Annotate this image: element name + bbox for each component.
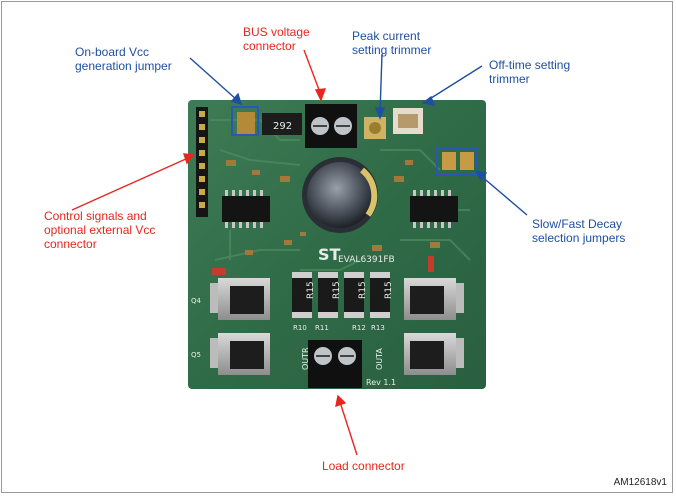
label-r12: R12 xyxy=(352,324,366,332)
label-r13: R13 xyxy=(371,324,385,332)
shunt-marking-1: R15 xyxy=(306,281,316,299)
electrolytic-capacitor xyxy=(302,157,378,233)
shunt-marking-2: R15 xyxy=(332,281,342,299)
shunt-marking-4: R15 xyxy=(384,281,394,299)
smd-marking: 292 xyxy=(273,121,292,132)
figure-id: AM12618v1 xyxy=(613,477,667,488)
vcc-jumper xyxy=(237,112,255,134)
driver-ic-left xyxy=(222,190,270,228)
control-signal-header xyxy=(196,107,208,217)
driver-ic-right xyxy=(410,190,458,228)
off-time-trimmer xyxy=(393,108,423,134)
smd-component-292 xyxy=(262,113,302,135)
decay-jumpers xyxy=(436,147,478,175)
label-q4: Q4 xyxy=(191,297,202,305)
load-terminal xyxy=(308,340,362,388)
shunt-resistors xyxy=(292,272,390,318)
bus-voltage-terminal xyxy=(305,104,357,148)
label-q5: Q5 xyxy=(191,351,201,359)
board-name-silkscreen: EVAL6391FB xyxy=(338,255,395,265)
outr-silkscreen: OUTR xyxy=(301,347,310,370)
blue-arrows xyxy=(189,53,528,216)
label-r11: R11 xyxy=(315,324,329,332)
mosfet-right-bottom xyxy=(404,333,464,375)
rev-silkscreen: Rev 1.1 xyxy=(366,378,396,387)
load-connector-callout: Load connector xyxy=(322,459,405,473)
peak-current-trimmer xyxy=(364,117,386,139)
shunt-marking-3: R15 xyxy=(358,281,368,299)
red-arrows xyxy=(71,49,358,456)
label-r10: R10 xyxy=(293,324,307,332)
smd-parts xyxy=(212,160,440,275)
vcc-jumper-highlight xyxy=(231,106,259,136)
mosfet-q5 xyxy=(210,333,270,375)
mosfet-q4 xyxy=(210,278,270,320)
mosfet-right-top xyxy=(404,278,464,320)
st-logo: ST xyxy=(318,245,341,264)
outa-silkscreen: OUTA xyxy=(375,348,384,370)
